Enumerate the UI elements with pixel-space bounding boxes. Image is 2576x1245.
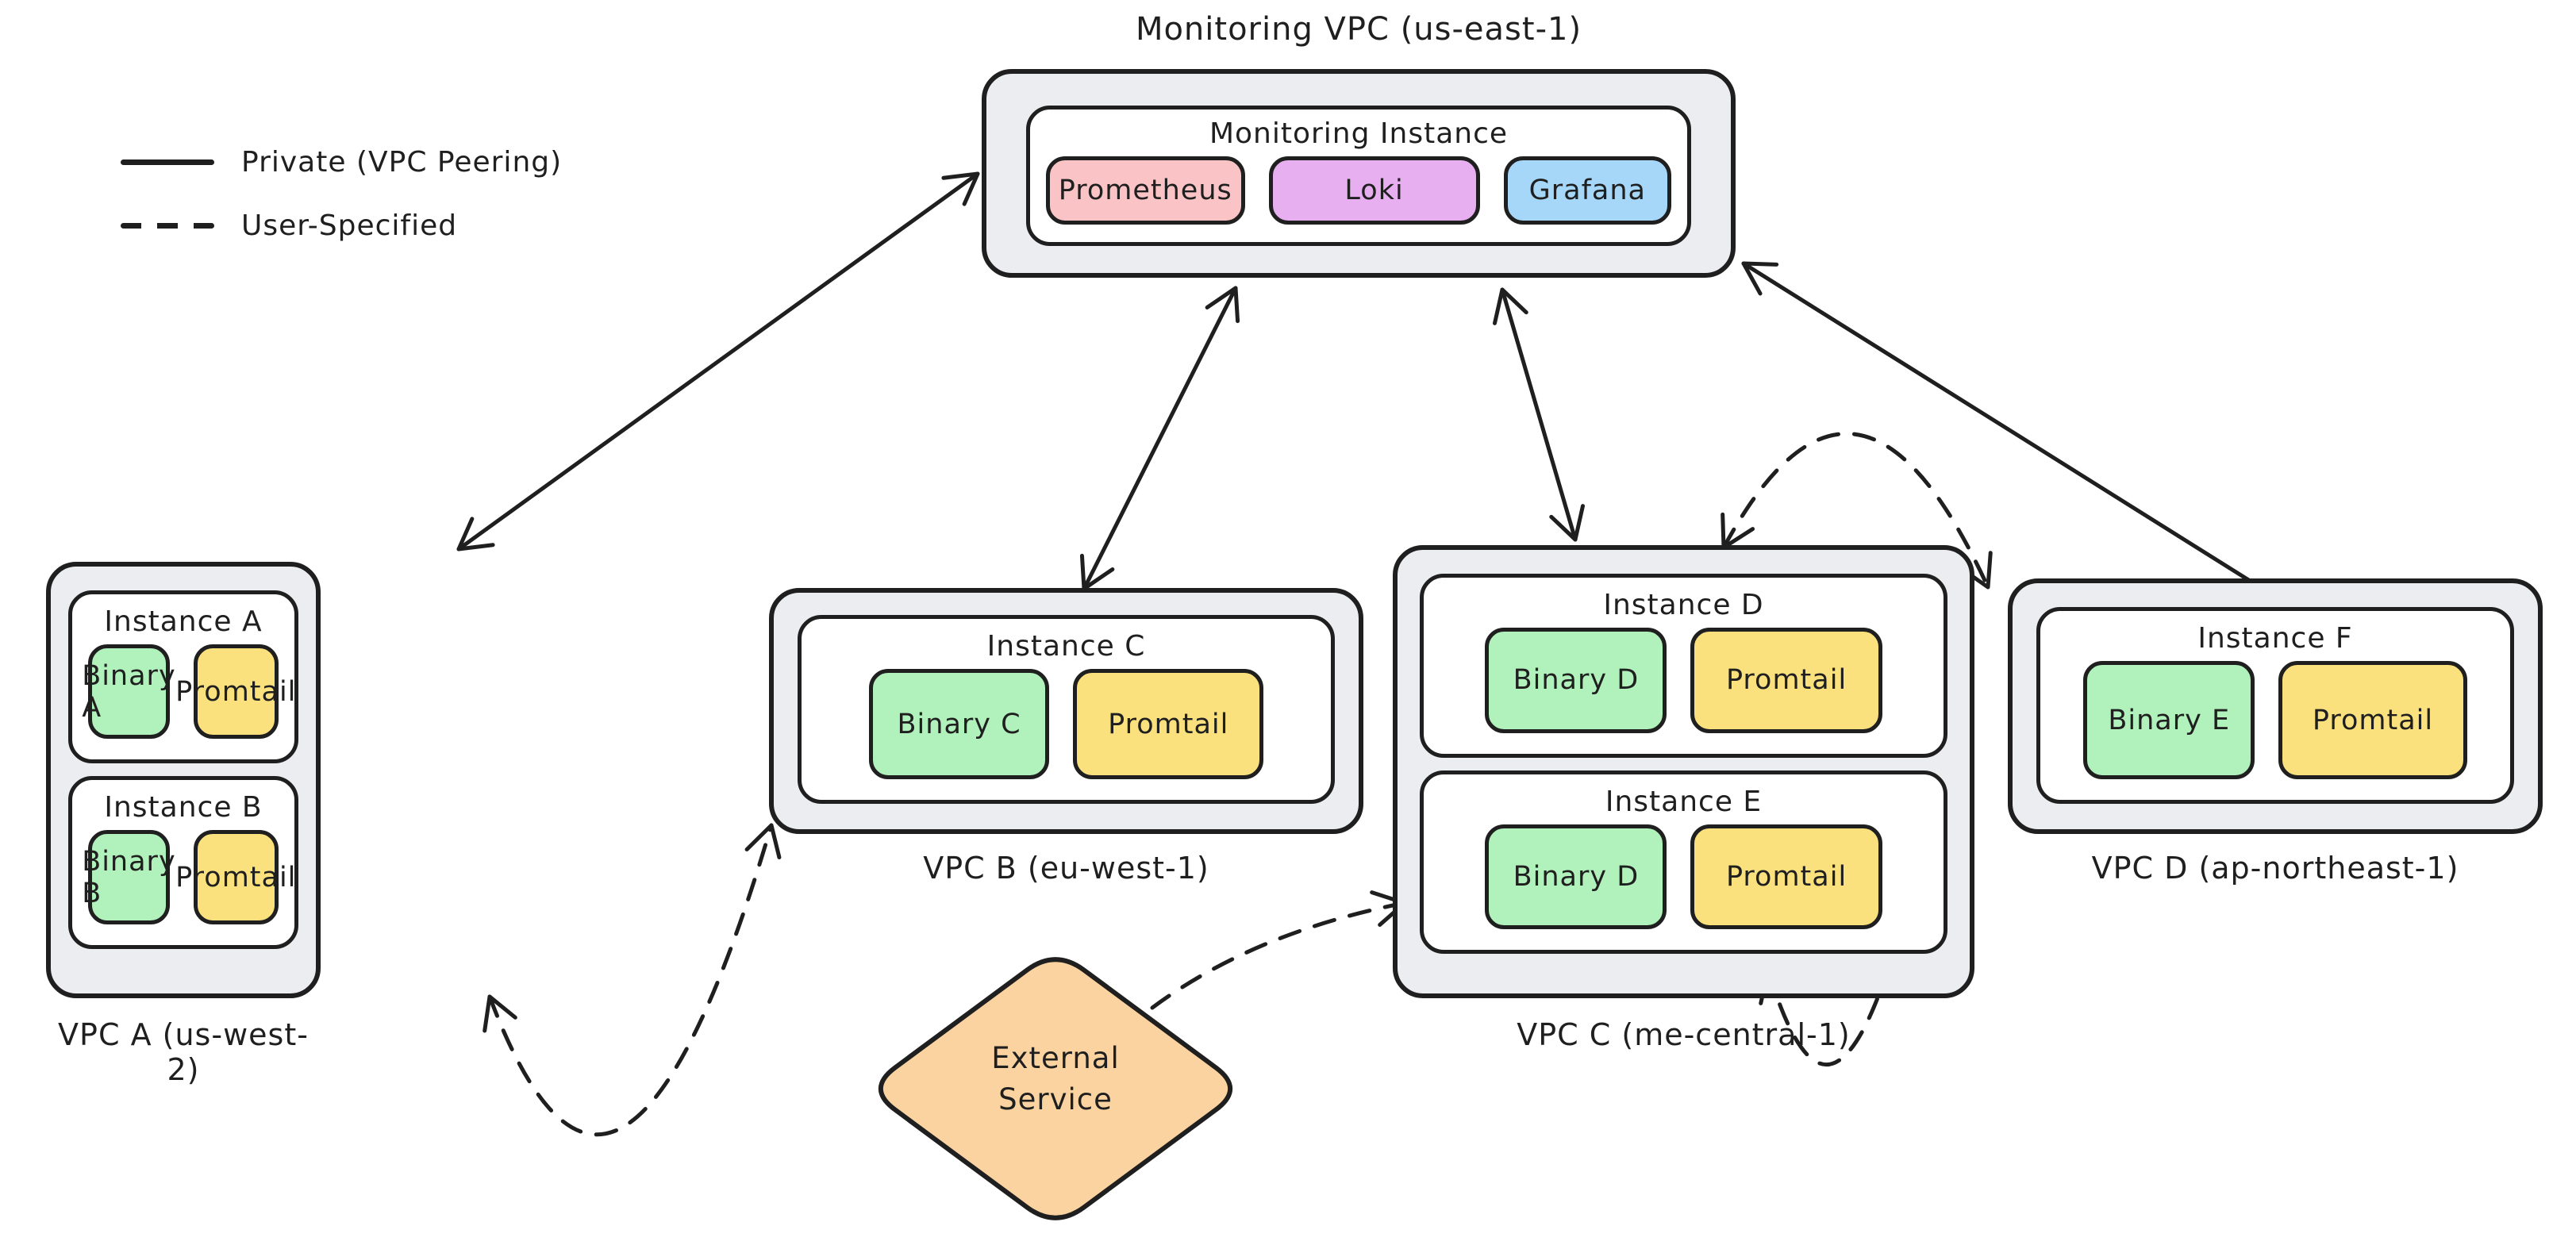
component-label: Binary C — [897, 708, 1021, 740]
component-label: Promtail — [175, 861, 297, 893]
binary-box: Binary B — [82, 830, 175, 924]
vpc-c-box: Instance D Binary D Promtail Instance E … — [1393, 545, 1974, 998]
legend-label: Private (VPC Peering) — [241, 145, 563, 179]
monitoring-instance-title: Monitoring Instance — [1209, 117, 1509, 150]
instance-a-box: Instance A Binary A Promtail — [68, 590, 298, 763]
dashed-line-swatch — [121, 222, 214, 229]
instance-f-box: Instance F Binary E Promtail — [2036, 607, 2514, 804]
component-label: Grafana — [1528, 175, 1646, 206]
edge-monitoring-vpc-a — [456, 171, 980, 551]
promtail-box: Promtail — [175, 644, 295, 739]
loki-box: Loki — [1268, 156, 1480, 225]
component-label: Promtail — [175, 675, 297, 708]
solid-line-swatch — [121, 159, 214, 165]
component-label: Binary D — [1513, 664, 1640, 697]
component-label: Binary B — [82, 845, 176, 909]
component-label: Binary E — [2108, 704, 2231, 736]
instance-title: Instance C — [986, 630, 1146, 663]
external-service-diamond — [879, 957, 1232, 1220]
binary-box: Binary E — [2083, 661, 2255, 779]
instance-title: Instance B — [104, 791, 263, 824]
external-service-label-line2: Service — [998, 1082, 1113, 1116]
promtail-box: Promtail — [175, 830, 295, 924]
prometheus-box: Prometheus — [1046, 156, 1245, 225]
component-label: Promtail — [1725, 664, 1847, 697]
promtail-box: Promtail — [1073, 669, 1264, 779]
legend-item-user-specified: User-Specified — [121, 208, 562, 243]
instance-title: Instance F — [2197, 622, 2353, 655]
external-service-label: External Service — [897, 1038, 1214, 1120]
vpc-a-box: Instance A Binary A Promtail Instance B … — [46, 562, 321, 998]
component-label: Prometheus — [1058, 175, 1232, 206]
grafana-box: Grafana — [1503, 156, 1671, 225]
component-label: Loki — [1344, 175, 1404, 206]
component-label: Promtail — [2312, 704, 2434, 736]
component-label: Promtail — [1725, 860, 1847, 893]
component-label: Binary A — [82, 659, 176, 724]
component-label: Binary D — [1513, 860, 1640, 893]
component-label: Promtail — [1108, 708, 1229, 740]
legend-label: User-Specified — [241, 209, 458, 242]
instance-d-box: Instance D Binary D Promtail — [1420, 574, 1947, 758]
instance-title: Instance A — [104, 605, 263, 638]
binary-box: Binary C — [868, 669, 1050, 779]
edge-external-vpc-c — [1150, 890, 1407, 1010]
legend: Private (VPC Peering) User-Specified — [121, 144, 562, 271]
vpc-b-box: Instance C Binary C Promtail — [769, 588, 1363, 834]
vpc-d-box: Instance F Binary E Promtail — [2008, 578, 2543, 834]
binary-box: Binary D — [1485, 628, 1667, 733]
instance-title: Instance D — [1603, 589, 1764, 621]
binary-box: Binary A — [82, 644, 175, 739]
binary-box: Binary D — [1485, 824, 1667, 929]
diagram-title: Monitoring VPC (us-east-1) — [1135, 11, 1582, 48]
instance-e-box: Instance E Binary D Promtail — [1420, 770, 1947, 954]
instance-c-box: Instance C Binary C Promtail — [798, 615, 1335, 804]
vpc-b-label: VPC B (eu-west-1) — [923, 851, 1209, 886]
promtail-box: Promtail — [1690, 628, 1882, 733]
monitoring-components-row: Prometheus Loki Grafana — [1046, 156, 1671, 229]
monitoring-vpc-box: Monitoring Instance Prometheus Loki Graf… — [982, 69, 1736, 278]
edge-monitoring-vpc-b — [1079, 286, 1240, 591]
vpc-c-label: VPC C (me-central-1) — [1517, 1017, 1851, 1052]
edge-vpc-c-vpc-d-top — [1721, 432, 1993, 590]
edge-monitoring-vpc-d — [1741, 261, 2316, 623]
promtail-box: Promtail — [1690, 824, 1882, 929]
edge-monitoring-vpc-c — [1492, 287, 1586, 542]
legend-item-private: Private (VPC Peering) — [121, 144, 562, 179]
external-service-label-line1: External — [991, 1041, 1120, 1075]
promtail-box: Promtail — [2278, 661, 2467, 779]
edge-vpc-a-vpc-b — [483, 823, 782, 1137]
vpc-a-label: VPC A (us-west-2) — [58, 1017, 309, 1087]
monitoring-instance-box: Monitoring Instance Prometheus Loki Graf… — [1026, 106, 1691, 246]
instance-b-box: Instance B Binary B Promtail — [68, 776, 298, 949]
vpc-d-label: VPC D (ap-northeast-1) — [2091, 851, 2459, 886]
instance-title: Instance E — [1605, 785, 1763, 818]
